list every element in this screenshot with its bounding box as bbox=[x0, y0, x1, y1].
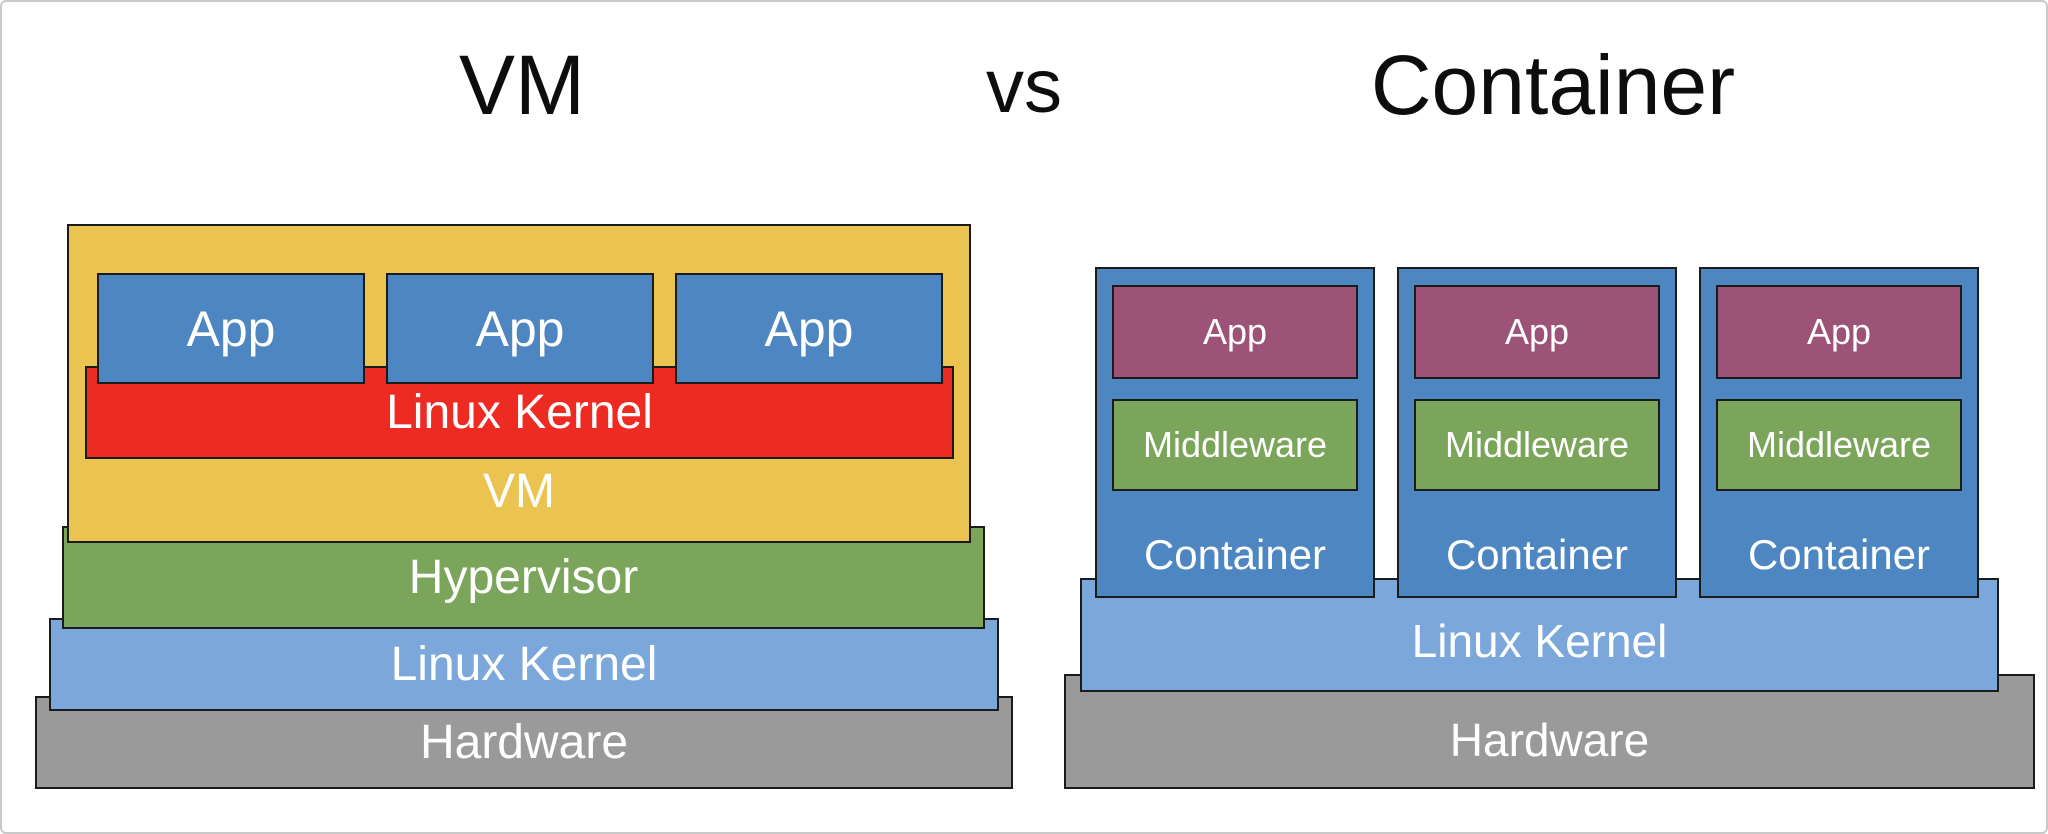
vm-title: VM bbox=[459, 38, 585, 132]
container-box-label: Container bbox=[1143, 531, 1327, 578]
middleware-box: Middleware bbox=[1414, 399, 1660, 491]
vm-app-box: App bbox=[97, 273, 365, 384]
vm-host-kernel-layer: Linux Kernel bbox=[49, 618, 999, 711]
container-box: App Middleware Container bbox=[1397, 267, 1677, 598]
middleware-box: Middleware bbox=[1716, 399, 1962, 491]
container-title: Container bbox=[1370, 38, 1736, 132]
vm-hardware-layer: Hardware bbox=[35, 696, 1013, 789]
vs-label: vs bbox=[986, 44, 1062, 129]
container-app-box: App bbox=[1112, 285, 1358, 379]
container-box-label: Container bbox=[1445, 531, 1629, 578]
container-app-box: App bbox=[1716, 285, 1962, 379]
container-app-box: App bbox=[1414, 285, 1660, 379]
container-box-label: Container bbox=[1747, 531, 1931, 578]
container-box: App Middleware Container bbox=[1699, 267, 1979, 598]
hypervisor-layer: Hypervisor bbox=[62, 526, 985, 629]
container-box: App Middleware Container bbox=[1095, 267, 1375, 598]
vm-box-label: VM bbox=[483, 465, 555, 518]
vm-app-box: App bbox=[675, 273, 943, 384]
vm-app-box: App bbox=[386, 273, 654, 384]
middleware-box: Middleware bbox=[1112, 399, 1358, 491]
